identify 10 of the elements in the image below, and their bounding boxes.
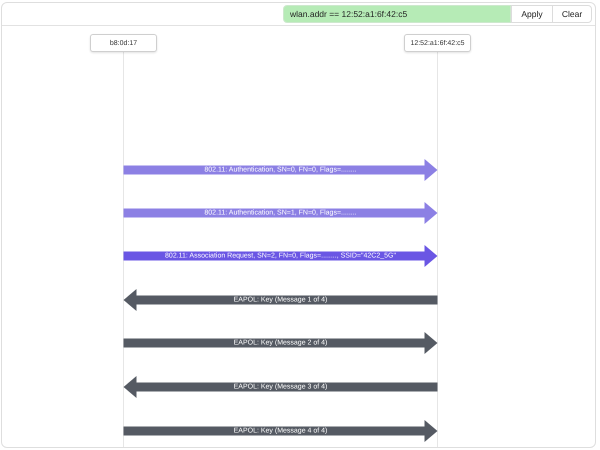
arrow bbox=[124, 376, 438, 398]
arrow bbox=[124, 332, 438, 354]
apply-button: Apply bbox=[511, 5, 553, 23]
arrow bbox=[124, 420, 438, 442]
arrow bbox=[124, 289, 438, 311]
filter-input-field: wlan.addr == 12:52:a1:6f:42:c5 bbox=[283, 5, 511, 23]
clear-button: Clear bbox=[552, 5, 592, 23]
arrow bbox=[124, 202, 438, 224]
arrow bbox=[124, 159, 438, 181]
arrow bbox=[124, 245, 438, 267]
